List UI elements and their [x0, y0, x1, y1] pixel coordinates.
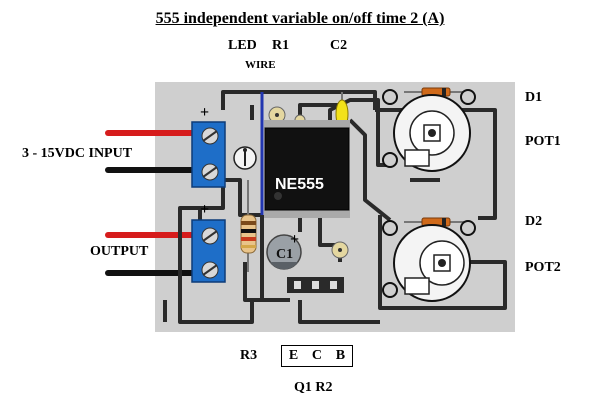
q1-pinout-box: E C B — [281, 345, 353, 367]
ne555-ic — [264, 120, 350, 218]
pot2-label: POT2 — [525, 260, 561, 275]
r3-label: R3 — [240, 348, 258, 363]
led-component — [233, 146, 257, 170]
r1-label: R1 — [272, 38, 290, 53]
wire-label: WIRE — [245, 59, 276, 71]
q1-r2-label: Q1 R2 — [294, 380, 333, 395]
pot1-potentiometer — [382, 89, 476, 172]
output-plus-sign: + — [200, 201, 210, 218]
r2-pad — [331, 241, 349, 259]
d2-label: D2 — [525, 214, 543, 229]
output-terminal-block — [191, 219, 226, 283]
q1-transistor — [287, 277, 344, 293]
pin-c-label: C — [311, 348, 323, 363]
input-terminal-block — [191, 121, 226, 188]
diagram-title: 555 independent variable on/off time 2 (… — [155, 10, 445, 27]
d1-label: D1 — [525, 90, 543, 105]
c1-label: C1 — [276, 247, 294, 262]
c1-plus-sign: + — [290, 231, 300, 248]
output-label: OUTPUT — [90, 244, 149, 259]
input-plus-sign: + — [200, 104, 210, 121]
input-label: 3 - 15VDC INPUT — [22, 146, 133, 161]
r3-resistor — [240, 180, 257, 272]
pot1-label: POT1 — [525, 134, 561, 149]
led-label: LED — [228, 38, 257, 53]
ic-label: NE555 — [275, 176, 324, 193]
pot2-potentiometer — [382, 220, 476, 302]
pin-b-label: B — [335, 348, 346, 363]
pin-e-label: E — [288, 348, 299, 363]
c1-capacitor — [266, 234, 302, 270]
c2-label: C2 — [330, 38, 348, 53]
